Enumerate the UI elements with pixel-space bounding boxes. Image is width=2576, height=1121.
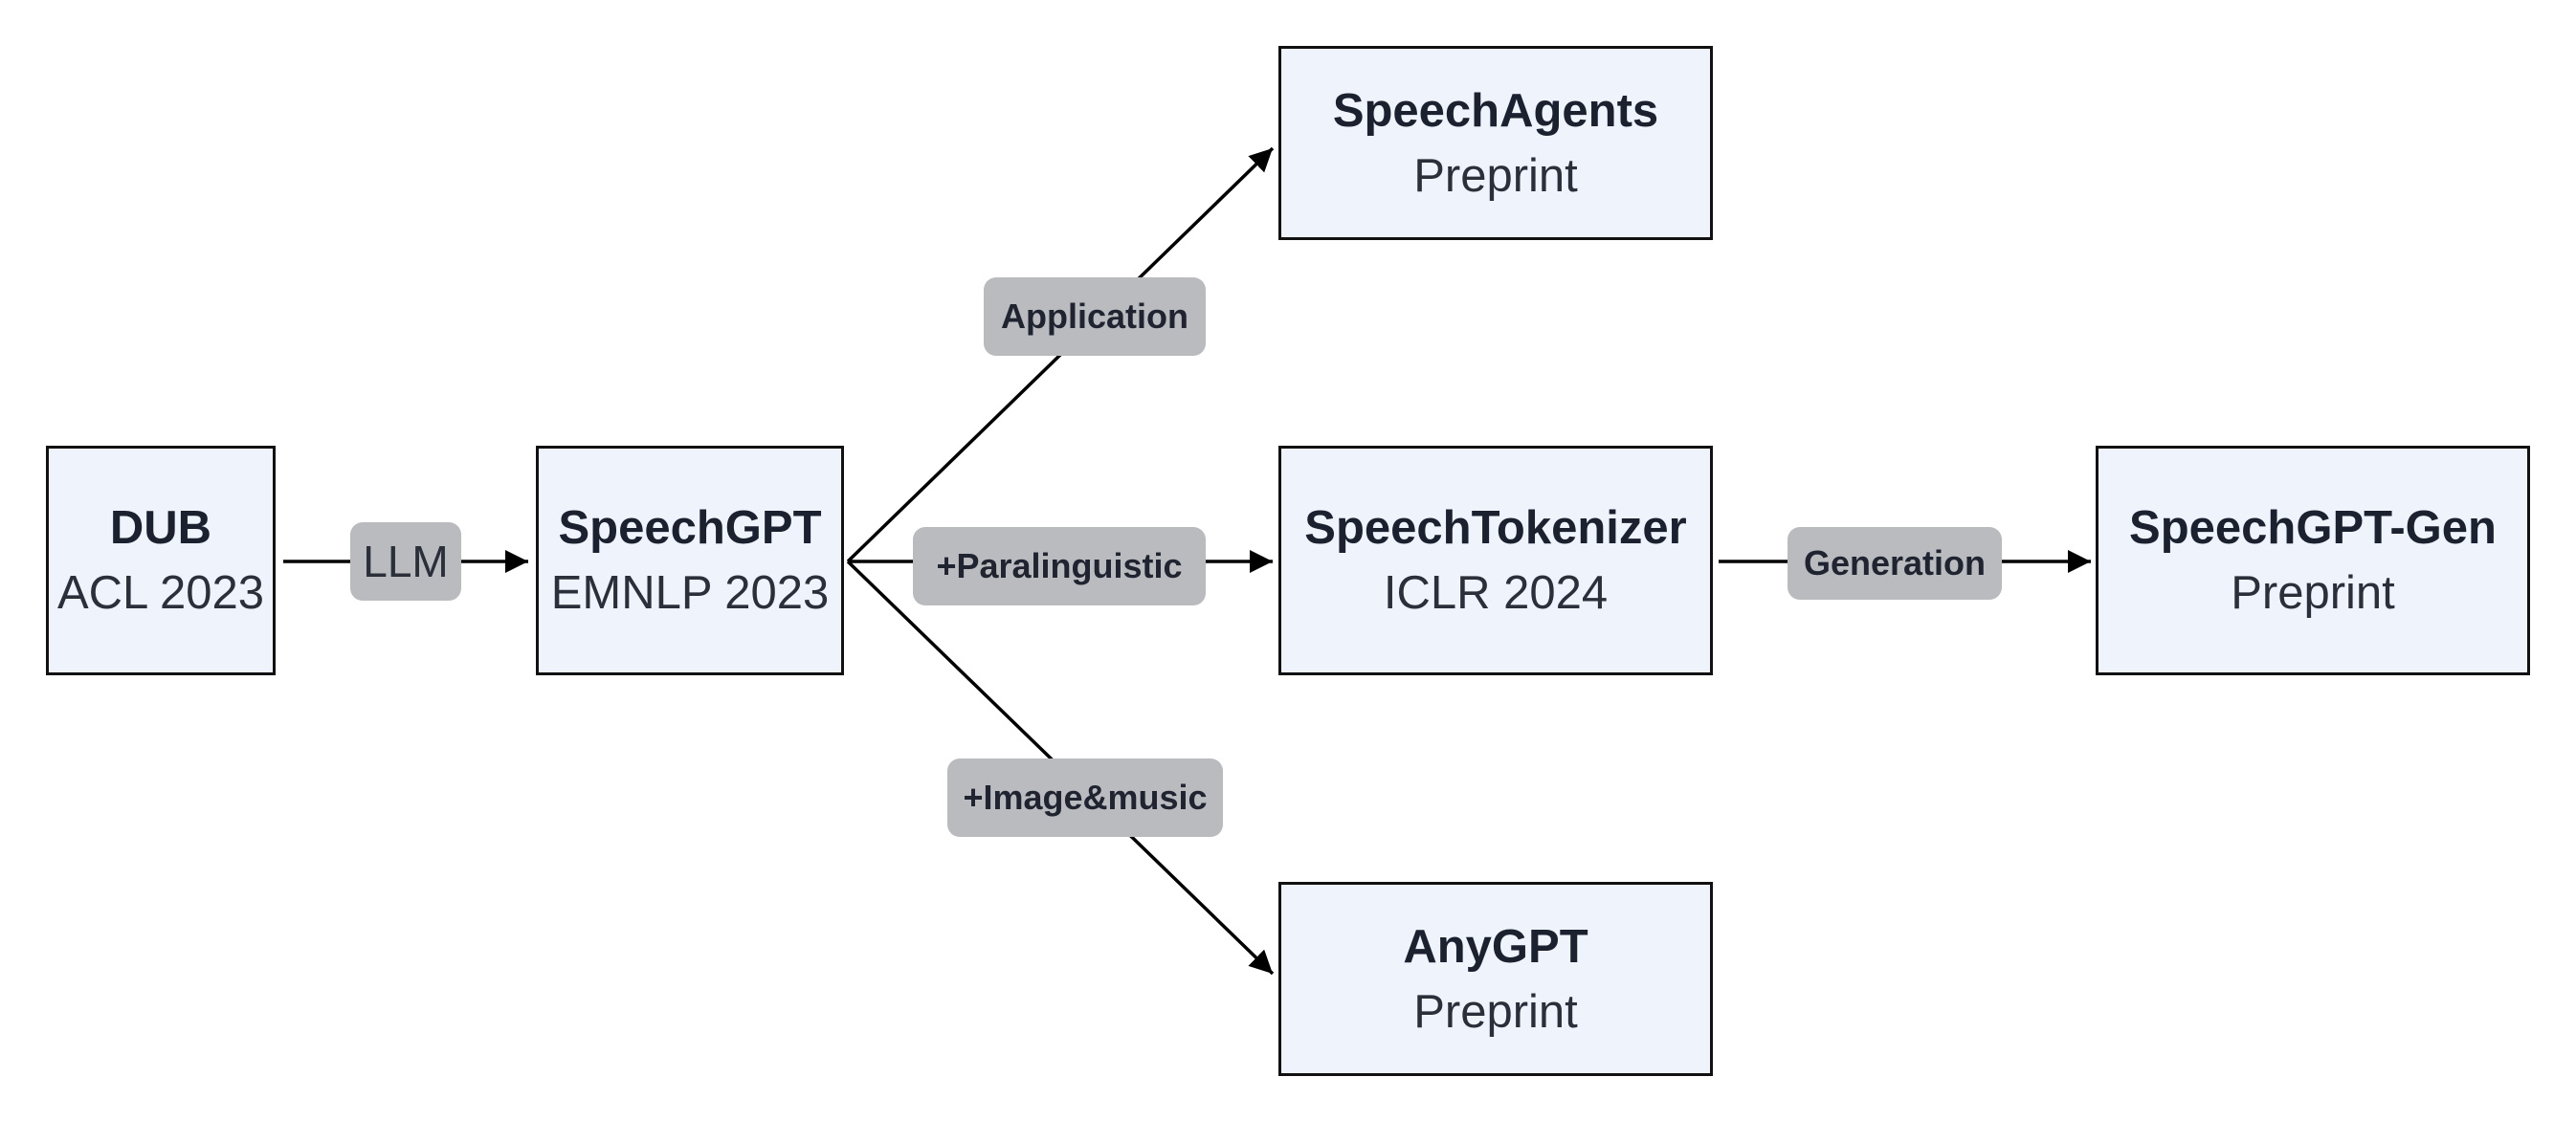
node-anygpt-venue: Preprint	[1413, 985, 1578, 1038]
node-speechgpt-gen-title: SpeechGPT-Gen	[2129, 502, 2497, 554]
edge-label-generation: Generation	[1788, 527, 2002, 600]
node-speechgpt: SpeechGPT EMNLP 2023	[536, 446, 844, 675]
edge-label-image-music: +Image&music	[947, 758, 1223, 837]
node-speechtokenizer-title: SpeechTokenizer	[1304, 502, 1687, 554]
node-speechgpt-venue: EMNLP 2023	[550, 567, 830, 619]
node-dub-venue: ACL 2023	[56, 567, 265, 619]
node-anygpt: AnyGPT Preprint	[1278, 882, 1713, 1076]
node-speechagents-venue: Preprint	[1413, 149, 1578, 202]
node-speechtokenizer-venue: ICLR 2024	[1383, 567, 1609, 619]
node-dub: DUB ACL 2023	[46, 446, 276, 675]
node-speechagents: SpeechAgents Preprint	[1278, 46, 1713, 240]
edge-label-application: Application	[984, 277, 1206, 356]
node-dub-title: DUB	[109, 502, 212, 554]
edge-label-llm: LLM	[350, 522, 461, 601]
node-speechtokenizer: SpeechTokenizer ICLR 2024	[1278, 446, 1713, 675]
node-speechgpt-gen-venue: Preprint	[2231, 567, 2395, 619]
node-speechgpt-title: SpeechGPT	[558, 502, 822, 554]
node-speechagents-title: SpeechAgents	[1332, 84, 1659, 137]
node-speechgpt-gen: SpeechGPT-Gen Preprint	[2096, 446, 2530, 675]
node-anygpt-title: AnyGPT	[1403, 920, 1588, 973]
edge-label-paralinguistic: +Paralinguistic	[913, 527, 1206, 605]
